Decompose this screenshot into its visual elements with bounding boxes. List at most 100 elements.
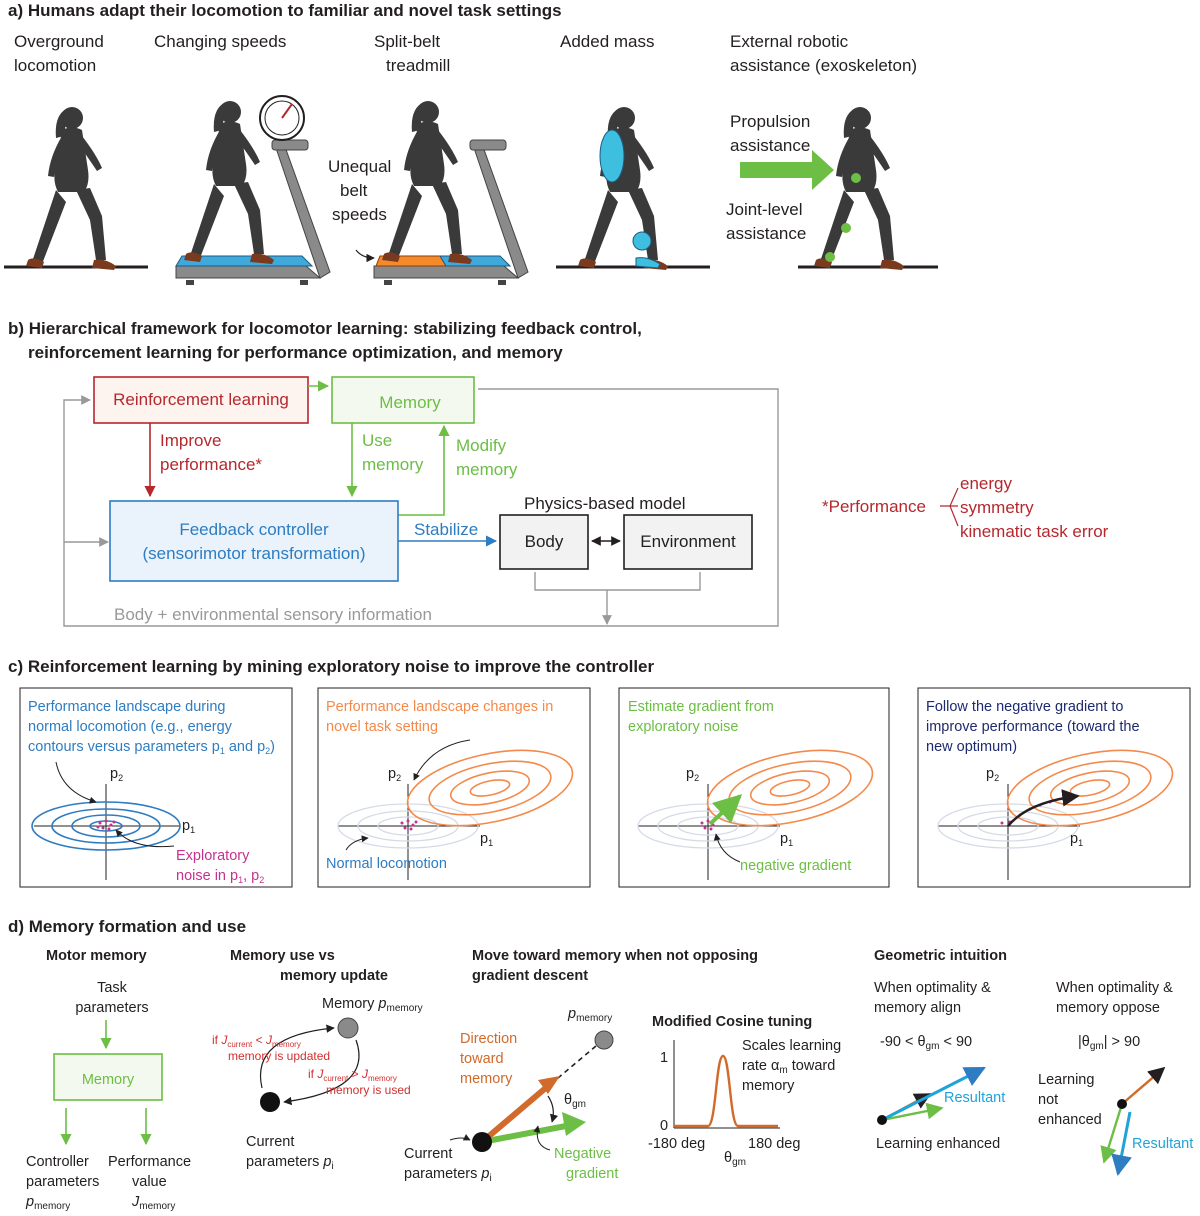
direction-label-1: Direction (460, 1031, 517, 1047)
enhanced-label: Learning enhanced (876, 1136, 1000, 1152)
ctrl-params-1: Controller (26, 1154, 89, 1170)
environment-label: Environment (640, 532, 736, 551)
box4-plot (937, 749, 1174, 880)
use-vs-update-title-2: memory update (280, 968, 388, 984)
improve-label-1: Improve (160, 431, 221, 450)
added-mass-backpack (599, 129, 625, 183)
align-gradient-arrow (881, 1102, 944, 1122)
body-box (499, 514, 589, 570)
not-enhanced-1: Learning (1038, 1072, 1094, 1088)
direction-label-3: memory (460, 1071, 513, 1087)
geometric-title: Geometric intuition (874, 948, 1007, 964)
perf-value-2: value (132, 1174, 167, 1190)
current-params-3: Current (404, 1146, 452, 1162)
motor-memory-box-label: Memory (82, 1072, 135, 1088)
box2-arrow (413, 739, 471, 781)
walker-split-belt (382, 101, 472, 264)
controller-label-2: (sensorimotor transformation) (143, 544, 366, 563)
box2-p1-label: p1 (480, 831, 493, 848)
box4-p1-label: p1 (1070, 831, 1083, 848)
overground-label-2: locomotion (14, 56, 96, 75)
box3-plot (637, 749, 874, 880)
oppose-2: memory oppose (1056, 1000, 1160, 1016)
ctrl-params-2: parameters (26, 1174, 99, 1190)
body-env-merge (534, 572, 701, 591)
unequal-label-2: belt (340, 181, 368, 200)
panel-c-box-3 (618, 687, 890, 888)
box4-text-3: new optimum) (926, 739, 1017, 755)
box2-p2-label: p2 (388, 766, 401, 783)
box2-text-1: Performance landscape changes in (326, 699, 553, 715)
exo-joint-ankle (825, 252, 835, 262)
scales-1: Scales learning (742, 1038, 841, 1054)
cosine-curve (674, 1054, 778, 1128)
box1-arrow-2 (115, 829, 175, 848)
box1-noise-2: noise in p1, p2 (176, 868, 264, 885)
box1-p1-label: p1 (182, 818, 195, 835)
split-belt-label-2: treadmill (386, 56, 450, 75)
perf-label: *Performance (822, 497, 926, 516)
walker-exoskeleton (814, 107, 904, 270)
physics-label: Physics-based model (524, 494, 686, 513)
negative-arrow-shaft (481, 1123, 567, 1145)
controller-box (109, 500, 399, 582)
j-memory-label: Jmemory (131, 1194, 175, 1212)
memory-dot (337, 1017, 359, 1039)
box3-p2-label: p2 (686, 766, 699, 783)
changing-speeds-label: Changing speeds (154, 32, 286, 51)
panel-a-title: a) Humans adapt their locomotion to fami… (8, 1, 562, 20)
sensory-label: Body + environmental sensory information (114, 605, 432, 624)
joint-label-1: Joint-level (726, 200, 803, 219)
box3-arrow (713, 833, 741, 863)
use-memory-label-2: memory (362, 455, 424, 474)
oppose-range: |θgm| > 90 (1078, 1034, 1140, 1052)
improve-label-2: performance* (160, 455, 262, 474)
propulsion-label-1: Propulsion (730, 112, 810, 131)
box2-normal: Normal locomotion (326, 856, 447, 872)
perf-value-1: Performance (108, 1154, 191, 1170)
memory-p-label: Memory pmemory (322, 996, 423, 1014)
not-enhanced-3: enhanced (1038, 1112, 1102, 1128)
exo-joint-hip (851, 173, 861, 183)
p-memory-label: pmemory (25, 1194, 70, 1212)
cosine-zero: 0 (660, 1118, 668, 1134)
task-params-1: Task (97, 980, 128, 996)
unequal-arrow (355, 249, 375, 263)
unequal-label-3: speeds (332, 205, 387, 224)
box2-arrow-2 (345, 835, 369, 851)
overground-label-1: Overground (14, 32, 104, 51)
if-use-2: memory is used (326, 1083, 411, 1097)
box1-plot (31, 784, 181, 880)
use-memory-label-1: Use (362, 431, 392, 450)
box4-p2-label: p2 (986, 766, 999, 783)
motor-memory-title: Motor memory (46, 948, 147, 964)
negative-arrowhead (562, 1112, 586, 1136)
resultant2-label: Resultant (1132, 1136, 1193, 1152)
box4-text-2: improve performance (toward the (926, 719, 1140, 735)
box3-text-1: Estimate gradient from (628, 699, 774, 715)
current-dot (260, 1092, 280, 1112)
panel-b-title-1: b) Hierarchical framework for locomotor … (8, 319, 642, 338)
negative-label-1: Negative (554, 1146, 611, 1162)
current-params-2: parameters pi (246, 1154, 334, 1172)
environment-box (623, 514, 753, 570)
current-pointer (449, 1134, 471, 1141)
align-1: When optimality & (874, 980, 991, 996)
align-2: memory align (874, 1000, 961, 1016)
p-memory2-label: pmemory (567, 1006, 612, 1024)
memory-label: Memory (379, 393, 441, 412)
not-enhanced-2: not (1038, 1092, 1058, 1108)
exo-joint-knee (841, 223, 851, 233)
perf-energy: energy (960, 474, 1012, 493)
negative-pointer (533, 1125, 551, 1151)
cosine-title: Modified Cosine tuning (652, 1014, 812, 1030)
move-toward-1: Move toward memory when not opposing (472, 948, 758, 964)
cosine-180: 180 deg (748, 1136, 800, 1152)
exo-label-1: External robotic (730, 32, 849, 51)
panel-b-title-2: reinforcement learning for performance o… (28, 343, 563, 362)
added-mass-ankle (632, 231, 652, 251)
unequal-label-1: Unequal (328, 157, 391, 176)
direction-arrow-shaft (480, 1083, 550, 1145)
box2-plot (337, 749, 574, 880)
box3-p1-label: p1 (780, 831, 793, 848)
